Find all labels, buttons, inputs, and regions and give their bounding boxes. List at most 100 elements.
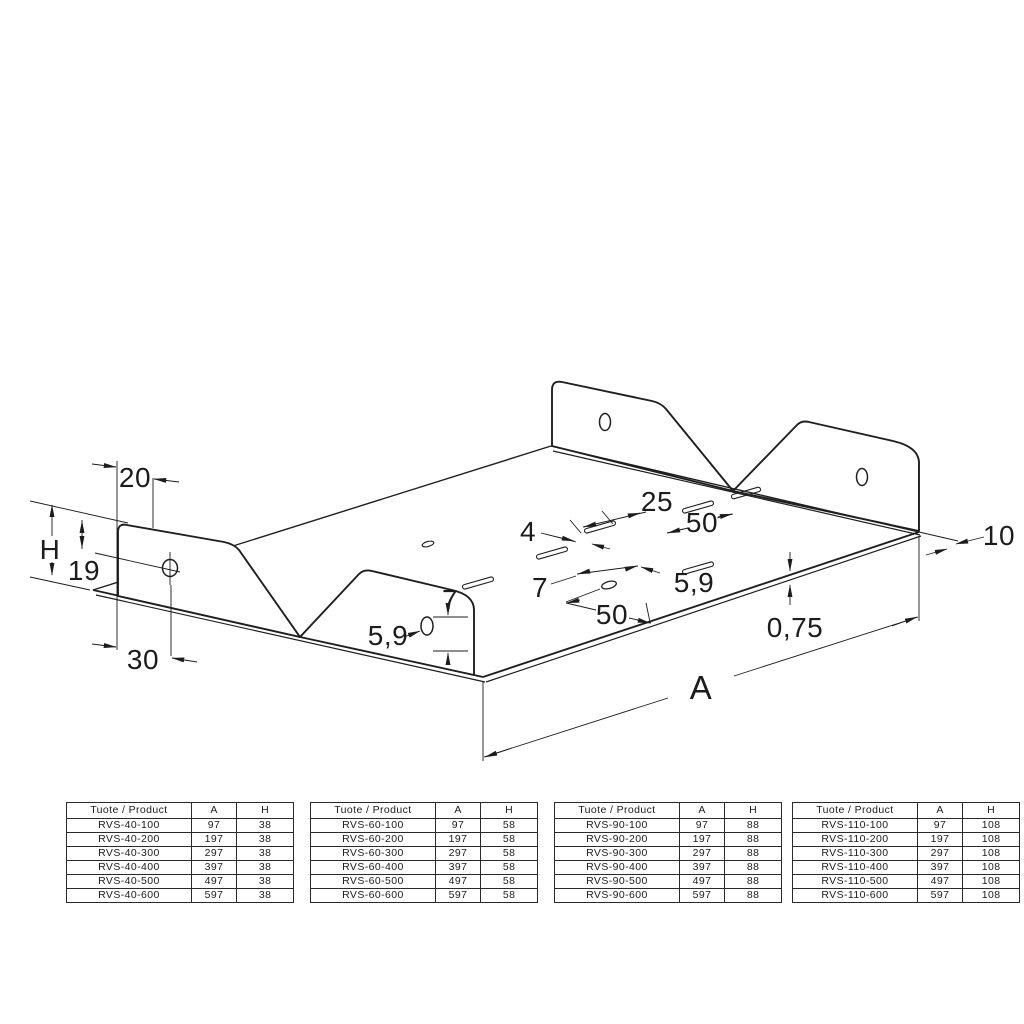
table-cell: RVS-90-500 [554,874,680,889]
table-cell: RVS-110-200 [792,832,918,847]
table-cell: RVS-90-300 [554,846,680,861]
table-cell: 38 [236,846,294,861]
dim-slot-pitch-upper: 50 [686,507,718,538]
table-cell: 497 [678,874,726,889]
dim-flange-setback: 20 [119,462,151,493]
table-cell: 88 [724,888,782,903]
sheet-metal-part-outline [92,380,922,683]
column-header: A [678,802,726,819]
dim-floor-hole-offset: 7 [532,572,548,603]
dimension-labels: 20 H 19 30 5,9 7 25 50 4 7 5,9 50 0,75 1… [40,462,1015,706]
table-cell: RVS-40-500 [66,874,192,889]
table-cell: RVS-60-600 [310,888,436,903]
table-cell: 58 [480,860,538,875]
table-cell: 88 [724,818,782,833]
table-cell: RVS-60-300 [310,846,436,861]
table-cell: 297 [434,846,482,861]
table-cell: 97 [434,818,482,833]
table-cell: 297 [190,846,238,861]
dim-height: H [40,534,61,565]
table-cell: 108 [962,888,1020,903]
table-cell: 108 [962,860,1020,875]
table-cell: 197 [916,832,964,847]
column-header: H [724,802,782,819]
table-cell: 58 [480,888,538,903]
table-cell: 297 [916,846,964,861]
table-cell: 497 [434,874,482,889]
table-cell: 58 [480,832,538,847]
table-cell: RVS-60-400 [310,860,436,875]
table-cell: RVS-40-200 [66,832,192,847]
column-header: Tuote / Product [554,802,680,819]
table-cell: RVS-40-400 [66,860,192,875]
table-cell: 108 [962,832,1020,847]
table-cell: 197 [190,832,238,847]
table-cell: RVS-60-100 [310,818,436,833]
table-cell: 108 [962,846,1020,861]
column-header: A [916,802,964,819]
dim-floor-hole-diameter: 5,9 [674,567,714,598]
table-cell: RVS-40-600 [66,888,192,903]
column-header: H [236,802,294,819]
table-cell: 197 [678,832,726,847]
table-cell: 597 [434,888,482,903]
dimension-arrows [49,463,985,758]
table-cell: 597 [678,888,726,903]
table-cell: RVS-110-300 [792,846,918,861]
table-cell: RVS-40-300 [66,846,192,861]
dim-flange-hole-offset: 7 [442,584,458,615]
table-cell: 38 [236,818,294,833]
table-cell: 58 [480,818,538,833]
table-cell: RVS-60-500 [310,874,436,889]
dim-slot-width: 4 [520,516,536,547]
dim-hole-height: 19 [68,555,100,586]
table-cell: 38 [236,874,294,889]
table-cell: 58 [480,874,538,889]
table-cell: RVS-90-600 [554,888,680,903]
table-cell: 38 [236,888,294,903]
table-cell: 397 [190,860,238,875]
dim-edge-margin: 10 [983,520,1015,551]
dim-hole-setback: 30 [127,644,159,675]
table-cell: 397 [916,860,964,875]
column-header: Tuote / Product [310,802,436,819]
table-cell: RVS-40-100 [66,818,192,833]
table-cell: 38 [236,832,294,847]
table-cell: 97 [678,818,726,833]
dim-slot-length: 25 [641,486,673,517]
column-header: A [434,802,482,819]
column-header: H [962,802,1020,819]
table-cell: RVS-60-200 [310,832,436,847]
table-cell: RVS-90-200 [554,832,680,847]
table-cell: 297 [678,846,726,861]
table-cell: 108 [962,874,1020,889]
table-cell: 88 [724,874,782,889]
table-cell: 88 [724,860,782,875]
